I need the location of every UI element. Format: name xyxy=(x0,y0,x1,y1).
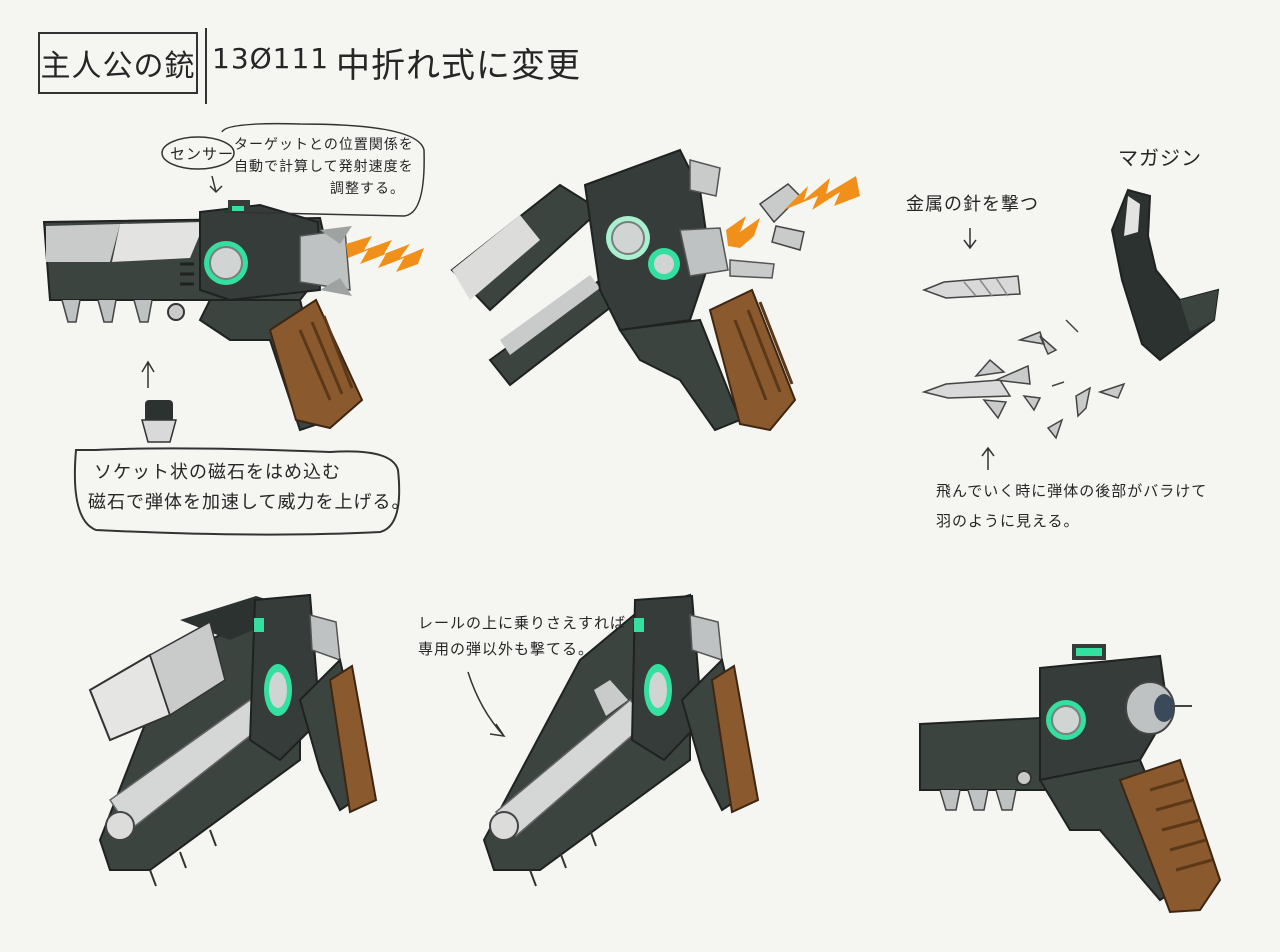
fin-description: 飛んでいく時に弾体の後部がバラけて 羽のように見える。 xyxy=(936,476,1207,536)
magnet-line-2: 磁石で弾体を加速して威力を上げる。 xyxy=(88,492,411,513)
magnet-arrow xyxy=(141,360,155,388)
gun-break-open-view xyxy=(450,148,860,432)
needle-bullet xyxy=(921,275,1021,299)
sensor-description: ターゲットとの位置関係を 自動で計算して発射速度を 調整する。 xyxy=(234,134,414,200)
magnet-description: ソケット状の磁石をはめ込む 磁石で弾体を加速して威力を上げる。 xyxy=(88,458,410,518)
rail-line-2: 専用の弾以外も撃てる。 xyxy=(418,640,595,658)
needle-label: 金属の針を撃つ xyxy=(906,194,1039,215)
sensor-desc-bubble xyxy=(221,122,425,217)
magazine-label: マガジン xyxy=(1118,146,1202,170)
gun-side-view xyxy=(42,200,424,432)
rail-description: レールの上に乗りさえすれば 専用の弾以外も撃てる。 xyxy=(418,610,626,662)
magnet-bubble xyxy=(73,447,401,536)
title-date: 13Ø111 xyxy=(212,42,330,75)
gun-perspective-view-left xyxy=(88,593,378,887)
title-divider xyxy=(205,28,207,104)
fin-line-2: 羽のように見える。 xyxy=(936,512,1080,530)
gun-perspective-view-middle xyxy=(482,593,760,887)
gun-front-view xyxy=(919,644,1222,914)
magazine-illustration xyxy=(1110,188,1220,362)
magnet-line-1: ソケット状の磁石をはめ込む xyxy=(94,462,341,483)
title-box: 主人公の銃 xyxy=(38,32,198,94)
fin-line-1: 飛んでいく時に弾体の後部がバラけて xyxy=(936,482,1208,500)
sensor-desc-line-3: 調整する。 xyxy=(330,181,405,197)
rail-line-1: レールの上に乗りさえすれば xyxy=(418,614,627,632)
page-title: 主人公の銃 xyxy=(40,49,196,84)
needle-bullet-fins xyxy=(921,319,1126,440)
sensor-label: センサー xyxy=(170,145,235,163)
title-change-note: 中折れ式に変更 xyxy=(336,46,581,86)
sensor-desc-line-2: 自動で計算して発射速度を xyxy=(234,159,414,175)
sensor-desc-line-1: ターゲットとの位置関係を xyxy=(234,137,414,153)
magnet-socket-illustration xyxy=(141,400,177,443)
sensor-bubble xyxy=(161,136,235,170)
